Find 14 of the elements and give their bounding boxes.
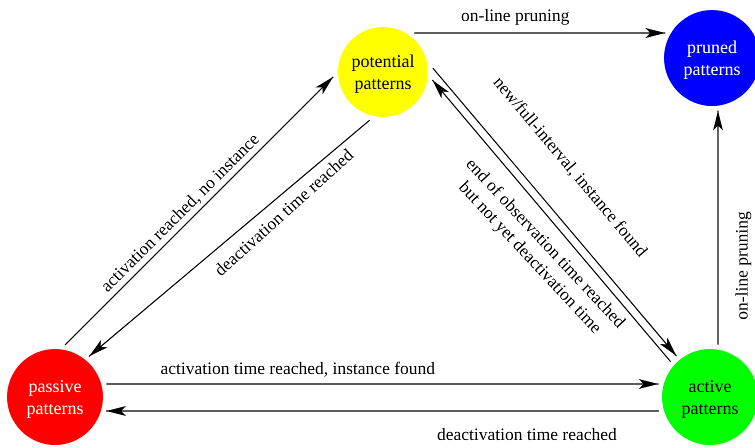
- edge-label: on-line pruning: [732, 210, 753, 320]
- state-label: active patterns: [680, 375, 740, 419]
- arrow: [88, 120, 370, 357]
- state-label: passive patterns: [26, 375, 84, 419]
- arrow: [64, 76, 334, 346]
- state-label: pruned patterns: [682, 36, 742, 80]
- edge-label: deactivation time reached: [437, 424, 617, 444]
- arrow: [713, 110, 723, 345]
- arrow: [414, 28, 666, 38]
- state-label: potential patterns: [350, 50, 416, 94]
- edge-label: activation time reached, instance found: [160, 358, 436, 378]
- arrow: [106, 406, 659, 416]
- edge-label: on-line pruning: [461, 4, 570, 26]
- arrow: [106, 379, 659, 389]
